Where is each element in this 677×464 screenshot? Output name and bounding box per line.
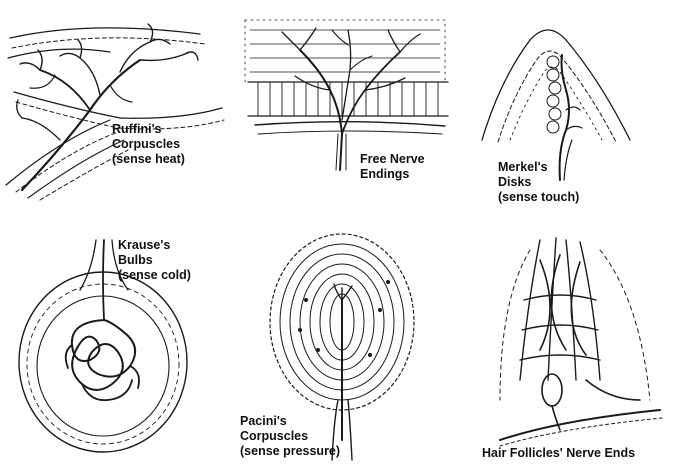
- pacini-label-line-1: Pacini's: [240, 414, 340, 429]
- merkel-disks-illustration: [482, 30, 630, 180]
- ruffini-label-line-2: Corpuscles: [112, 137, 185, 152]
- free-nerve-label: Free Nerve Endings: [360, 152, 425, 182]
- merkel-label-line-3: (sense touch): [498, 190, 579, 205]
- ruffini-label-line-1: Ruffini's: [112, 122, 185, 137]
- hair-follicle-illustration: [500, 238, 662, 446]
- krause-label: Krause's Bulbs (sense cold): [118, 238, 191, 283]
- hair-follicle-label-line-1: Hair Follicles' Nerve Ends: [482, 446, 635, 461]
- merkel-label: Merkel's Disks (sense touch): [498, 160, 579, 205]
- free-nerve-endings-illustration: [245, 20, 448, 170]
- pacini-label-line-3: (sense pressure): [240, 444, 340, 459]
- merkel-label-line-2: Disks: [498, 175, 579, 190]
- ruffini-label: Ruffini's Corpuscles (sense heat): [112, 122, 185, 167]
- free-nerve-label-line-1: Free Nerve: [360, 152, 425, 167]
- krause-label-line-1: Krause's: [118, 238, 191, 253]
- ruffini-label-line-3: (sense heat): [112, 152, 185, 167]
- ruffini-corpuscle-illustration: [6, 24, 224, 200]
- free-nerve-label-line-2: Endings: [360, 167, 425, 182]
- pacini-label: Pacini's Corpuscles (sense pressure): [240, 414, 340, 459]
- hair-follicle-label: Hair Follicles' Nerve Ends: [482, 446, 635, 461]
- krause-label-line-3: (sense cold): [118, 268, 191, 283]
- pacini-label-line-2: Corpuscles: [240, 429, 340, 444]
- merkel-label-line-1: Merkel's: [498, 160, 579, 175]
- krause-label-line-2: Bulbs: [118, 253, 191, 268]
